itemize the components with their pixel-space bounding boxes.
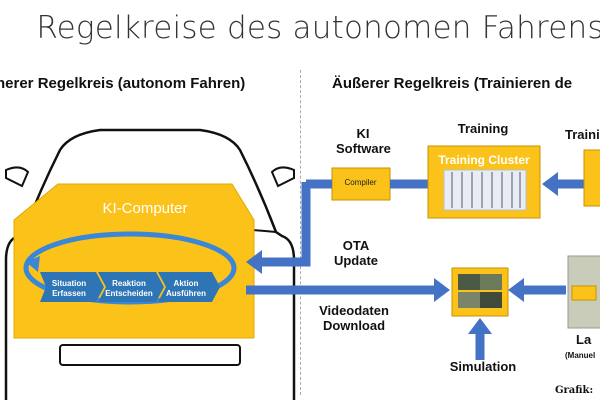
loop-arrow-head [26, 256, 40, 272]
credit-label: Grafik: [555, 385, 594, 396]
training-data-label: Traini [565, 127, 600, 142]
step-label: Entscheiden [105, 289, 153, 298]
step-label: Reaktion [112, 279, 146, 288]
ki-software-line: KI [356, 126, 370, 141]
data-store [583, 149, 600, 207]
step-aktion: Aktion Ausführen [158, 279, 214, 299]
car-mirror-left [5, 166, 30, 188]
ota-arrow [258, 182, 311, 267]
step-label: Situation [51, 279, 87, 288]
car-bumper [59, 344, 241, 366]
compiler-box [331, 167, 391, 201]
step-label: Erfassen [52, 289, 86, 298]
compiler-label: Compiler [344, 178, 377, 187]
training-cluster-label: Training Cluster [438, 153, 530, 167]
outer-loop-heading: Äußerer Regelkreis (Trainieren de [332, 75, 573, 92]
page-title: Regelkreise des autonomen Fahrens [36, 10, 600, 46]
car-mirror-right [270, 166, 295, 188]
video-download-label: Videodaten Download [304, 303, 404, 333]
server-rack [443, 169, 527, 211]
step-situation: Situation Erfassen [42, 279, 96, 299]
chevron-aktion [158, 272, 220, 302]
ota-arrow-head [246, 250, 262, 274]
lab-sublabel: (Manuel [565, 351, 596, 360]
step-label: Ausführen [166, 289, 206, 298]
ki-software-label: KI Software [336, 126, 391, 156]
ota-line: Update [333, 253, 379, 268]
ota-line: OTA [342, 238, 370, 253]
section-divider [300, 70, 301, 395]
ota-update-label: OTA Update [318, 238, 394, 268]
step-label: Aktion [173, 279, 199, 288]
step-reaktion: Reaktion Entscheiden [99, 279, 159, 299]
video-line: Download [322, 318, 386, 333]
lab-label: La [576, 332, 592, 347]
training-label: Training [457, 121, 509, 136]
simulation-label: Simulation [449, 359, 517, 374]
ki-software-line: Software [336, 141, 391, 156]
chevron-reaktion [98, 272, 164, 302]
chevron-situation [40, 272, 104, 302]
inner-loop-heading: nerer Regelkreis (autonom Fahren) [0, 75, 246, 92]
video-line: Videodaten [319, 303, 389, 318]
ki-computer-label: KI-Computer [102, 200, 188, 217]
